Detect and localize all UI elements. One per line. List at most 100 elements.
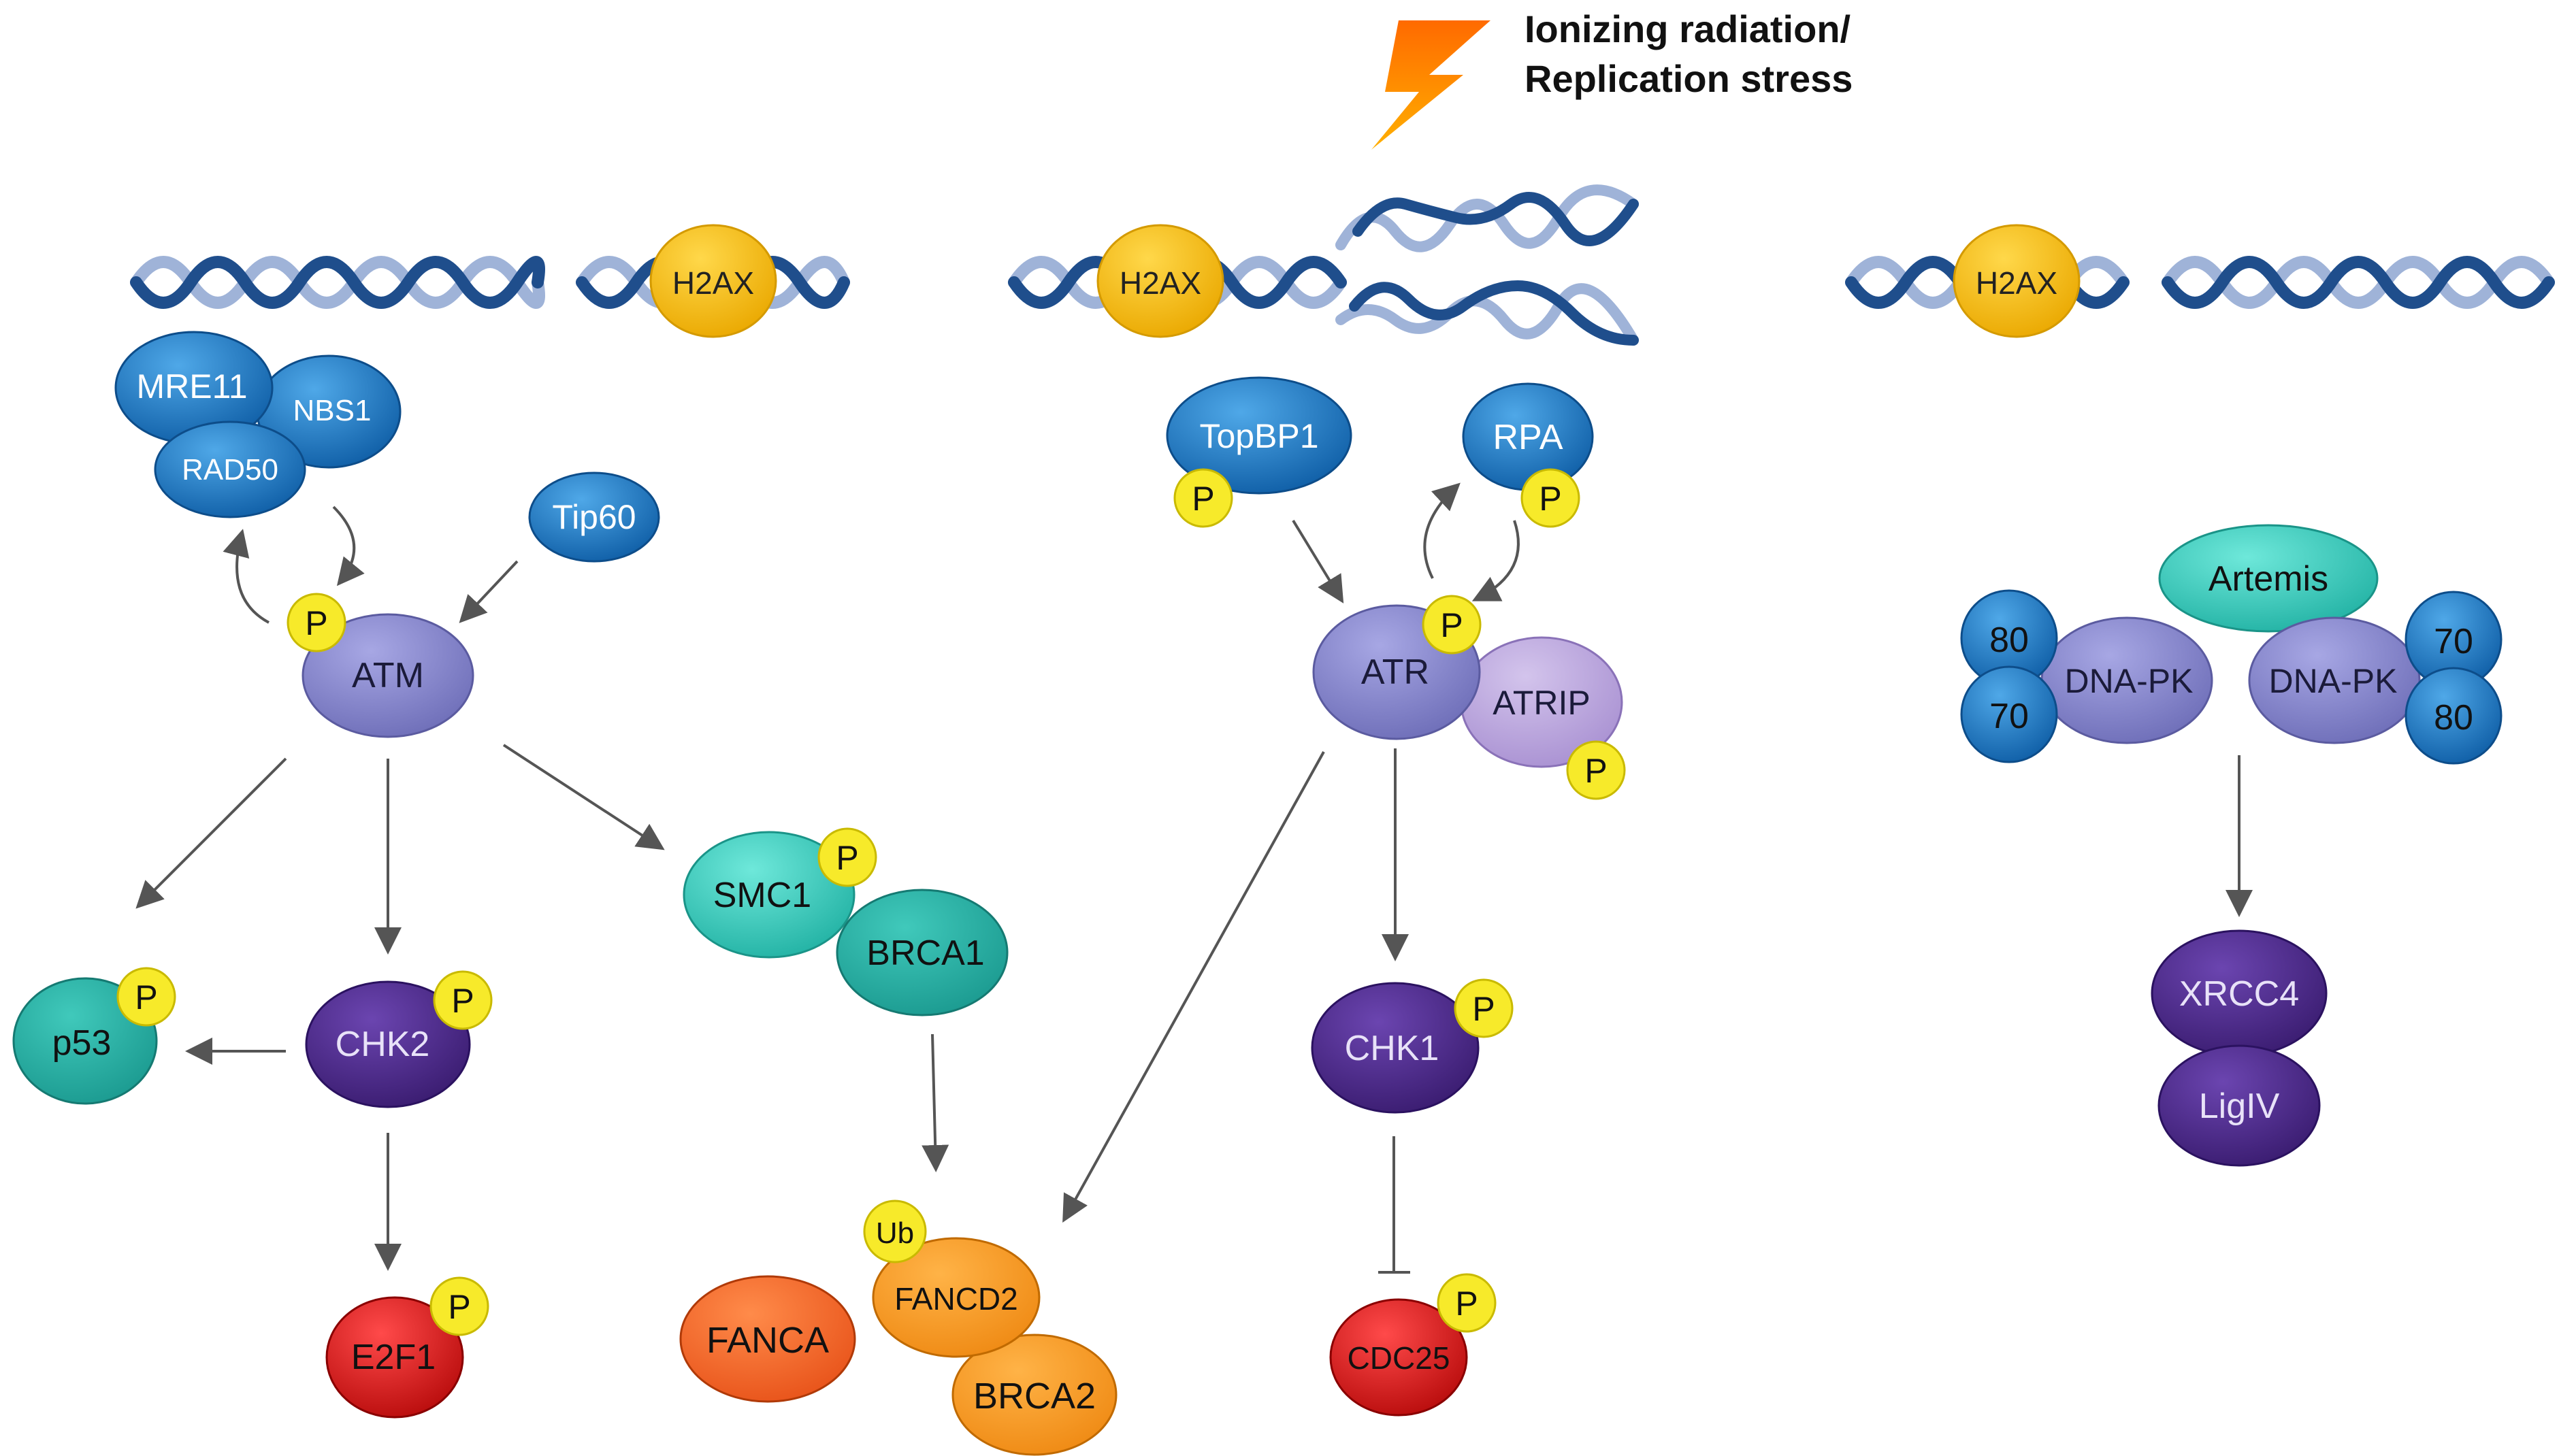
h2ax-node-left: H2AX [649, 224, 777, 338]
ku80-node-right: 80 [2405, 667, 2503, 765]
svg-text:Ub: Ub [876, 1217, 914, 1250]
atrip-node: ATRIP [1460, 636, 1623, 768]
stress-label-line2: Replication stress [1525, 57, 1853, 100]
fancd2-label: FANCD2 [894, 1281, 1017, 1317]
h2ax-label-middle: H2AX [1120, 265, 1201, 301]
e2f1-node: E2F1 [325, 1296, 464, 1419]
svg-text:P: P [1440, 606, 1463, 644]
arrow-topbp1-to-atr [1292, 519, 1344, 603]
chk2-node: CHK2 [305, 980, 471, 1108]
artemis-node: Artemis [2158, 524, 2379, 633]
svg-text:P: P [448, 1288, 470, 1326]
chk1-node: CHK1 [1311, 982, 1480, 1114]
fanca-label: FANCA [706, 1320, 829, 1361]
arrow-atr-to-rpa [1423, 482, 1461, 579]
atrip-label: ATRIP [1493, 684, 1591, 722]
dnapk-node-left: DNA-PK [2040, 616, 2213, 744]
ku80-label-right: 80 [2434, 698, 2473, 738]
rad50-label: RAD50 [182, 453, 278, 486]
arrow-brca1-to-fancd2 [922, 1033, 949, 1172]
arrow-atm-to-mrn [223, 529, 270, 624]
svg-text:P: P [836, 839, 858, 877]
topbp1-phospho-badge: P [1173, 468, 1233, 528]
atrip-phospho-badge: P [1566, 740, 1626, 800]
rad50-node [154, 420, 306, 518]
artemis-label: Artemis [2208, 559, 2328, 599]
stress-label-line1: Ionizing radiation/ [1525, 7, 1851, 50]
smc1-phospho-badge: P [817, 827, 877, 887]
arrow-rpa-to-atr [1471, 520, 1520, 601]
p53-phospho-badge: P [116, 967, 176, 1027]
fancd2-node: FANCD2 [872, 1237, 1041, 1358]
rpa-label: RPA [1493, 418, 1563, 457]
xrcc4-label: XRCC4 [2179, 974, 2299, 1014]
arrows [135, 482, 2253, 1274]
topbp1-node: TopBP1 [1166, 376, 1352, 495]
arrow-atm-to-p53 [135, 757, 287, 909]
mre11-label: MRE11 [136, 367, 247, 406]
xrcc4-node: XRCC4 [2151, 929, 2328, 1057]
chk2-label: CHK2 [336, 1025, 430, 1064]
chk1-label: CHK1 [1345, 1029, 1439, 1068]
svg-text:P: P [451, 982, 474, 1020]
dna-helix-left-1 [130, 256, 545, 309]
lightning-bolt-icon [1371, 20, 1490, 150]
e2f1-phospho-badge: P [429, 1276, 489, 1336]
cdc25-node: CDC25 [1329, 1298, 1468, 1417]
arrow-atm-to-smc1 [502, 744, 665, 850]
atr-label: ATR [1361, 652, 1429, 692]
svg-text:P: P [1455, 1285, 1478, 1323]
fanca-node: FANCA [679, 1275, 856, 1403]
svg-text:P: P [135, 978, 157, 1016]
cdc25-phospho-badge: P [1437, 1273, 1497, 1333]
brca1-node: BRCA1 [836, 889, 1009, 1016]
e2f1-label: E2F1 [351, 1338, 436, 1377]
smc1-label: SMC1 [713, 876, 811, 915]
atm-node: ATM [301, 613, 474, 738]
dna-helices [130, 184, 2555, 346]
svg-text:P: P [1192, 480, 1214, 518]
dna-helix-right-2 [2162, 256, 2555, 309]
nbs1-label: NBS1 [293, 394, 372, 427]
ku70-label-right: 70 [2434, 622, 2473, 661]
h2ax-node-right: H2AX [1953, 224, 2081, 338]
arrow-atr-to-fancd2 [1062, 751, 1325, 1223]
tip60-label: Tip60 [552, 498, 636, 536]
arrow-mrn-to-atm [332, 506, 365, 586]
atr-phospho-badge: P [1422, 595, 1482, 655]
atm-phospho-badge: P [287, 593, 346, 652]
atm-label: ATM [352, 656, 424, 695]
ligiv-node: LigIV [2157, 1044, 2321, 1167]
h2ax-label-left: H2AX [672, 265, 754, 301]
dnapk-node-right: DNA-PK [2248, 616, 2421, 744]
arrow-tip60-to-atm [459, 560, 519, 623]
tip60-node: Tip60 [528, 471, 660, 563]
brca2-label: BRCA2 [973, 1376, 1096, 1417]
ku80-node-left: 80 [1960, 589, 2058, 687]
chk2-phospho-badge: P [433, 970, 493, 1030]
cdc25-label: CDC25 [1348, 1340, 1450, 1376]
p53-label: p53 [52, 1023, 112, 1063]
chk1-phospho-badge: P [1454, 978, 1514, 1038]
brca1-label: BRCA1 [866, 933, 984, 973]
mrn-complex: NBS1 MRE11 RAD50 [114, 331, 402, 518]
dnapk-label-left: DNA-PK [2065, 662, 2194, 700]
ku70-label-left: 70 [1989, 697, 2029, 736]
dnapk-label-right: DNA-PK [2269, 662, 2398, 700]
svg-text:P: P [305, 604, 327, 642]
rpa-phospho-badge: P [1520, 468, 1580, 528]
dna-fork-upper-strand [1335, 184, 1639, 252]
brca2-node: BRCA2 [951, 1334, 1118, 1456]
ku70-node-right: 70 [2405, 591, 2503, 689]
h2ax-node-middle: H2AX [1096, 224, 1224, 338]
ku80-label-left: 80 [1989, 621, 2029, 660]
svg-text:P: P [1584, 752, 1607, 790]
dna-fork-lower-strand [1335, 280, 1639, 346]
smc1-node: SMC1 [683, 831, 855, 959]
ku70-node-left: 70 [1960, 665, 2058, 763]
fancd2-ubiquitin-badge: Ub [863, 1199, 927, 1263]
svg-text:P: P [1472, 990, 1495, 1028]
topbp1-label: TopBP1 [1199, 417, 1318, 455]
h2ax-label-right: H2AX [1976, 265, 2057, 301]
